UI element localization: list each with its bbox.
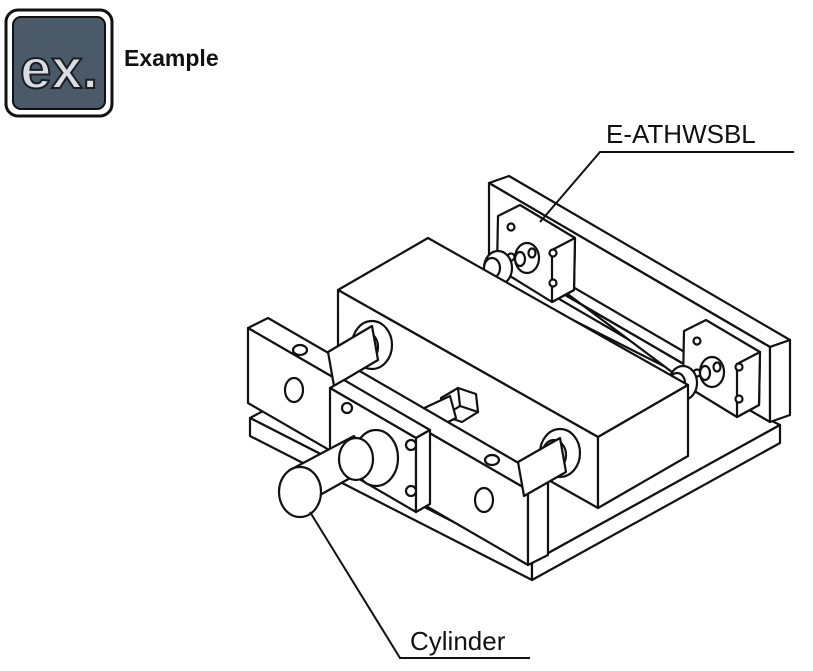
cylinder-leader-line	[309, 511, 530, 659]
example-logo-text: ex.	[20, 37, 98, 100]
cylinder-rod	[277, 434, 375, 519]
bushing-leader-line	[539, 151, 794, 223]
page-title: Example	[124, 45, 219, 71]
example-logo-icon: ex.	[4, 8, 116, 118]
hex-nut	[418, 386, 480, 434]
cylinder-label: Cylinder	[410, 626, 506, 656]
bushing-label: E-ATHWSBL	[606, 119, 756, 149]
cylinder-flange	[328, 378, 432, 514]
bushing-flange-rear	[482, 203, 577, 304]
